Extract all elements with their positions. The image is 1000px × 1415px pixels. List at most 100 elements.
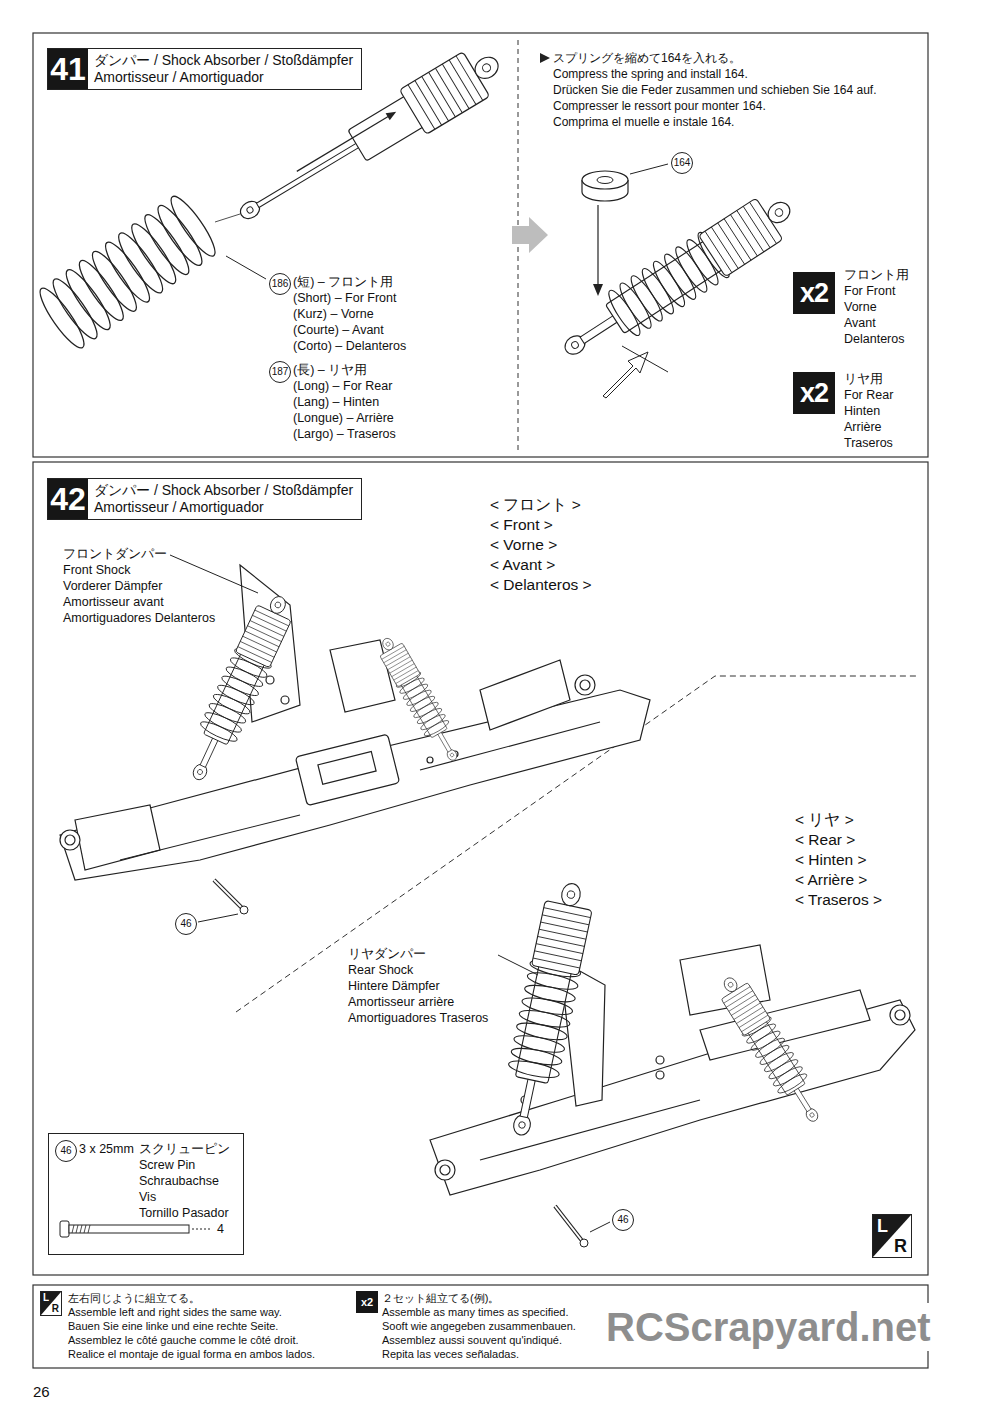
part-label: Vorne (844, 300, 877, 315)
part-label: Front Shock (63, 563, 130, 578)
bullet-arrow (540, 53, 550, 63)
part-label: Amortiguadores Traseros (348, 1011, 488, 1026)
legend-note: ２セット組立てる(例)。 (382, 1292, 499, 1305)
spring (34, 192, 221, 353)
part-label: (Longue) – Arrière (293, 411, 394, 426)
screw-drawing (60, 1221, 212, 1237)
legend-note: Sooft wie angegeben zusammenbauen. (382, 1320, 576, 1333)
step-number: 42 (48, 479, 88, 519)
legend-note: Assemble left and right sides the same w… (68, 1306, 282, 1319)
part-label: Vorderer Dämpfer (63, 579, 162, 594)
part-label: For Rear (844, 388, 893, 403)
part-label: Rear Shock (348, 963, 413, 978)
step-header: 42ダンパー / Shock Absorber / StoßdämpferAmo… (47, 478, 362, 520)
step-title: ダンパー / Shock Absorber / Stoßdämpfer (94, 482, 353, 500)
callout-number: 46 (612, 1209, 634, 1231)
quantity-text: x2 (361, 1296, 373, 1308)
compress-arrow (603, 352, 648, 398)
side-letter: L (877, 1217, 888, 1235)
front-chassis (60, 565, 650, 880)
part-label: Amortisseur arrière (348, 995, 454, 1010)
leader-line (170, 555, 258, 593)
part-label: (Corto) – Delanteros (293, 339, 406, 354)
left-right-icon: LR (872, 1214, 912, 1258)
side-letter: L (43, 1293, 49, 1303)
section-heading: < Avant > (490, 556, 555, 575)
spring-retainer (582, 171, 628, 201)
leader-line (590, 1222, 610, 1232)
part-label: (Largo) – Traseros (293, 427, 396, 442)
part-label: Amortisseur avant (63, 595, 164, 610)
leader-line (498, 955, 538, 975)
instruction-text: スプリングを縮めて164を入れる。 (553, 51, 741, 65)
part-legend-box: 463 x 25mmスクリューピンScrew PinSchraubachseVi… (48, 1133, 244, 1255)
part-label: フロントダンパー (63, 547, 167, 562)
step-title: Amortisseur / Amortiguador (94, 499, 353, 517)
leader-line (198, 914, 238, 922)
section-heading: < Hinten > (795, 851, 867, 870)
section-heading: < リヤ > (795, 811, 854, 830)
section-heading: < Rear > (795, 831, 855, 850)
legend-note: Assemblez le côté gauche comme le côté d… (68, 1334, 299, 1347)
section-heading: < フロント > (490, 496, 581, 515)
leader-line (226, 256, 266, 279)
part-name: Tornillo Pasador (139, 1206, 229, 1221)
instruction-text: Drücken Sie die Feder zusammen und schie… (553, 83, 877, 97)
quantity: 4 (217, 1222, 224, 1237)
install-arrow (597, 205, 598, 288)
section-heading: < Delanteros > (490, 576, 592, 595)
step-divider (518, 40, 519, 450)
page-number: 26 (33, 1383, 50, 1401)
part-name: Screw Pin (139, 1158, 195, 1173)
rear-shock (713, 970, 830, 1130)
quantity-text: x2 (800, 378, 828, 409)
legend-note: Repita las veces señaladas. (382, 1348, 519, 1361)
leader-line (630, 164, 668, 174)
title-column: ダンパー / Shock Absorber / StoßdämpferAmort… (88, 49, 361, 89)
watermark: RCScrapyard.net (604, 1303, 933, 1351)
part-name: Vis (139, 1190, 156, 1205)
part-label: (Lang) – Hinten (293, 395, 379, 410)
step-arrow (512, 217, 548, 253)
side-letter: R (894, 1237, 907, 1255)
rear-shock (495, 878, 599, 1140)
left-right-icon: LR (40, 1291, 62, 1316)
callout-number: 46 (175, 913, 197, 935)
section-heading: < Front > (490, 516, 553, 535)
part-label: (短) – フロント用 (293, 275, 393, 290)
legend-note: Assemble as many times as specified. (382, 1306, 568, 1319)
quantity-badge: x2 (793, 372, 835, 414)
part-label: Traseros (844, 436, 893, 451)
part-label: (Long) – For Rear (293, 379, 392, 394)
quantity-badge: x2 (793, 272, 835, 314)
part-name: スクリューピン (139, 1142, 230, 1157)
screw-pin (555, 1206, 588, 1247)
instruction-text: Compress the spring and install 164. (553, 67, 748, 81)
arrow-head (593, 284, 603, 296)
rear-chassis (430, 945, 915, 1195)
step-title: ダンパー / Shock Absorber / Stoßdämpfer (94, 52, 353, 70)
step-title: Amortisseur / Amortiguador (94, 69, 353, 87)
screw-pin (214, 880, 248, 914)
part-label: Amortiguadores Delanteros (63, 611, 215, 626)
quantity-icon: x2 (356, 1291, 378, 1313)
instruction-text: Compresser le ressort pour monter 164. (553, 99, 766, 113)
part-label: Hinten (844, 404, 880, 419)
step-number: 41 (48, 49, 88, 89)
callout-number: 187 (269, 361, 291, 383)
part-label: (Short) – For Front (293, 291, 397, 306)
callout-number: 186 (269, 273, 291, 295)
part-label: (長) – リヤ用 (293, 363, 367, 378)
part-label: Avant (844, 316, 876, 331)
callout-number: 46 (55, 1140, 77, 1162)
legend-note: 左右同じように組立てる。 (68, 1292, 200, 1305)
section-heading: < Arrière > (795, 871, 867, 890)
part-label: リヤ用 (844, 372, 883, 387)
part-label: (Kurz) – Vorne (293, 307, 374, 322)
step-header: 41ダンパー / Shock Absorber / StoßdämpferAmo… (47, 48, 362, 90)
part-label: フロント用 (844, 268, 909, 283)
quantity-text: x2 (800, 278, 828, 309)
part-label: Arrière (844, 420, 882, 435)
title-column: ダンパー / Shock Absorber / StoßdämpferAmort… (88, 479, 361, 519)
